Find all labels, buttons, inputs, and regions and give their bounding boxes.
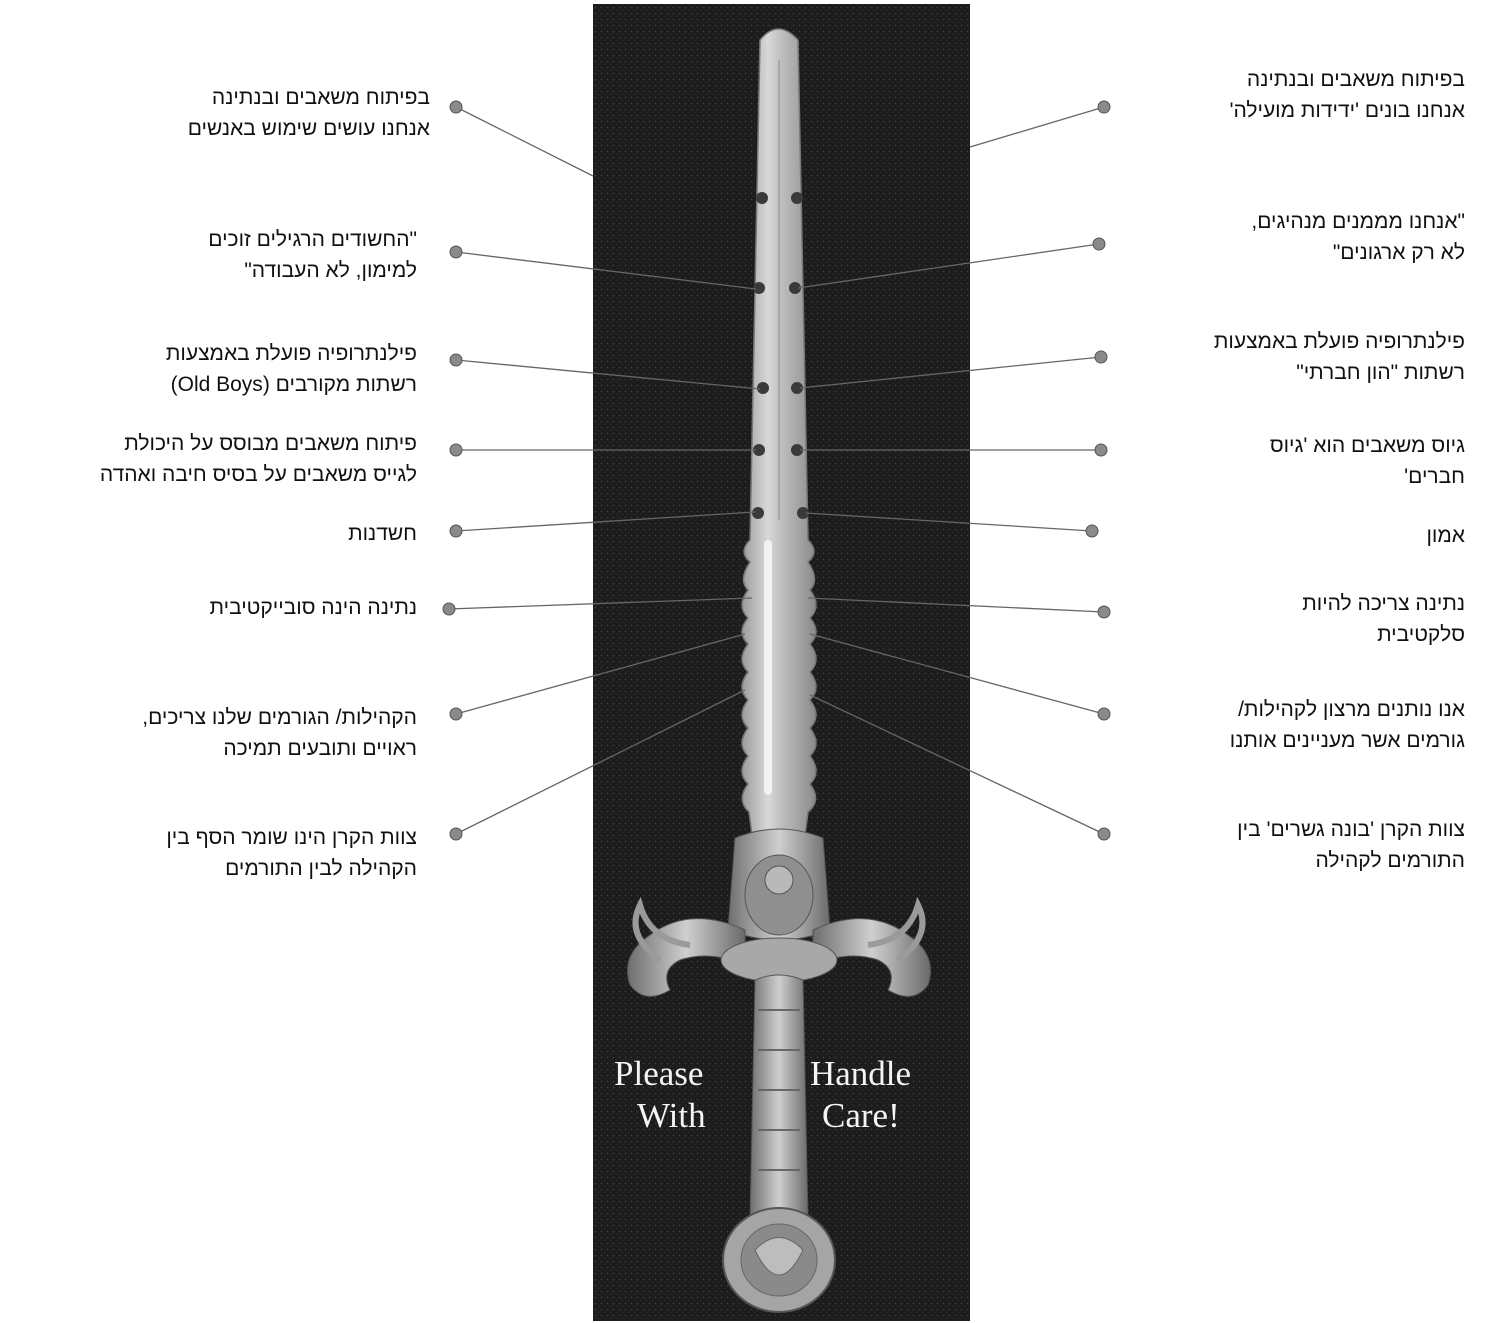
right-label-1: בפיתוח משאבים ובנתינה אנחנו בונים 'ידידו… <box>1229 64 1465 126</box>
right-label-4-line-1: גיוס משאבים הוא 'גיוס <box>1270 430 1465 461</box>
right-label-2-line-2: לא רק ארגונים" <box>1251 237 1465 268</box>
right-label-7: אנו נותנים מרצון לקהילות/ גורמים אשר מענ… <box>1230 694 1465 756</box>
left-label-8-line-2: הקהילה לבין התורמים <box>166 853 417 884</box>
right-label-8-line-1: צוות הקרן 'בונה גשרים' בין <box>1237 814 1465 845</box>
left-label-7-line-2: ראויים ותובעים תמיכה <box>142 733 417 764</box>
right-label-5: אמון <box>1426 520 1465 551</box>
left-label-1: בפיתוח משאבים ובנתינה אנחנו עושים שימוש … <box>188 82 430 144</box>
right-label-6-line-1: נתינה צריכה להיות <box>1302 588 1465 619</box>
right-label-2: "אנחנו מממנים מנהיגים, לא רק ארגונים" <box>1251 206 1465 268</box>
left-label-5-line-1: חשדנות <box>348 518 417 549</box>
left-label-1-line-2: אנחנו עושים שימוש באנשים <box>188 113 430 144</box>
right-label-7-line-1: אנו נותנים מרצון לקהילות/ <box>1230 694 1465 725</box>
left-label-2-line-2: למימון, לא העבודה" <box>208 255 417 286</box>
left-label-6: נתינה הינה סובייקטיבית <box>210 592 417 623</box>
left-label-8: צוות הקרן הינו שומר הסף בין הקהילה לבין … <box>166 822 417 884</box>
right-label-3-line-2: רשתות "הון חברתי" <box>1214 357 1465 388</box>
left-label-2-line-1: "החשודים הרגילים זוכים <box>208 224 417 255</box>
left-label-3: פילנתרופיה פועלת באמצעות רשתות מקורבים (… <box>166 338 417 400</box>
right-label-3-line-1: פילנתרופיה פועלת באמצעות <box>1214 326 1465 357</box>
sword-text-with: With <box>637 1096 706 1136</box>
right-label-7-line-2: גורמים אשר מעניינים אותנו <box>1230 725 1465 756</box>
right-label-8-line-2: התורמים לקהילה <box>1237 845 1465 876</box>
right-label-1-line-2: אנחנו בונים 'ידידות מועילה' <box>1229 95 1465 126</box>
left-label-4-line-1: פיתוח משאבים מבוסס על היכולת <box>100 428 417 459</box>
right-label-5-line-1: אמון <box>1426 520 1465 551</box>
left-label-4: פיתוח משאבים מבוסס על היכולת לגייס משאבי… <box>100 428 417 490</box>
right-label-4-line-2: חברים' <box>1270 461 1465 492</box>
right-label-3: פילנתרופיה פועלת באמצעות רשתות "הון חברת… <box>1214 326 1465 388</box>
right-label-1-line-1: בפיתוח משאבים ובנתינה <box>1229 64 1465 95</box>
left-label-6-line-1: נתינה הינה סובייקטיבית <box>210 592 417 623</box>
left-label-1-line-1: בפיתוח משאבים ובנתינה <box>188 82 430 113</box>
sword-text-handle: Handle <box>810 1054 911 1094</box>
left-label-3-line-1: פילנתרופיה פועלת באמצעות <box>166 338 417 369</box>
right-label-8: צוות הקרן 'בונה גשרים' בין התורמים לקהיל… <box>1237 814 1465 876</box>
left-label-7: הקהילות/ הגורמים שלנו צריכים, ראויים ותו… <box>142 702 417 764</box>
sword-text-care: Care! <box>822 1096 900 1136</box>
right-label-6-line-2: סלקטיבית <box>1302 619 1465 650</box>
marker-dots-left <box>443 101 462 840</box>
sword-text-please: Please <box>614 1054 703 1094</box>
left-label-3-line-2: רשתות מקורבים (Old Boys) <box>166 369 417 400</box>
left-label-8-line-1: צוות הקרן הינו שומר הסף בין <box>166 822 417 853</box>
left-label-4-line-2: לגייס משאבים על בסיס חיבה ואהדה <box>100 459 417 490</box>
right-label-2-line-1: "אנחנו מממנים מנהיגים, <box>1251 206 1465 237</box>
left-label-7-line-1: הקהילות/ הגורמים שלנו צריכים, <box>142 702 417 733</box>
marker-dots-right <box>1086 101 1110 840</box>
left-label-2: "החשודים הרגילים זוכים למימון, לא העבודה… <box>208 224 417 286</box>
left-label-5: חשדנות <box>348 518 417 549</box>
right-label-4: גיוס משאבים הוא 'גיוס חברים' <box>1270 430 1465 492</box>
right-label-6: נתינה צריכה להיות סלקטיבית <box>1302 588 1465 650</box>
